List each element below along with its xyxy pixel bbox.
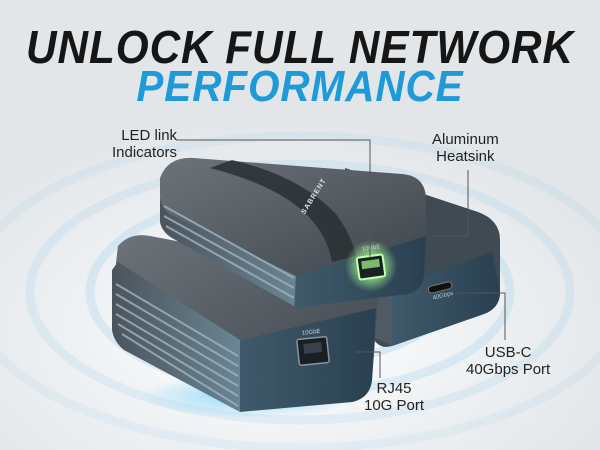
leader-usbc bbox=[456, 292, 506, 340]
callout-rj45-port: RJ45 10G Port bbox=[364, 380, 424, 414]
port-10g-label: 10GbE bbox=[302, 329, 321, 337]
callout-text: RJ45 bbox=[376, 380, 412, 397]
leader-led bbox=[176, 139, 371, 258]
port-40g-label: 40Gbps bbox=[432, 291, 454, 302]
ripple-ring bbox=[0, 131, 600, 450]
callout-text: 10G Port bbox=[364, 397, 425, 414]
leader-heatsink bbox=[434, 170, 469, 237]
callout-text: Indicators bbox=[112, 144, 178, 161]
callout-text: 40Gbps Port bbox=[466, 361, 551, 378]
callout-aluminum-heatsink: Aluminum Heatsink bbox=[432, 131, 499, 165]
leader-rj45 bbox=[356, 351, 381, 378]
usb-c-port bbox=[427, 281, 453, 294]
callout-text: Heatsink bbox=[436, 148, 495, 165]
headline-line-1: UNLOCK FULL NETWORK bbox=[25, 21, 574, 73]
callout-text: USB-C bbox=[484, 344, 532, 361]
callout-led-indicators: LED link Indicators bbox=[112, 127, 177, 161]
ripple-ring bbox=[25, 159, 575, 425]
callout-text: LED link bbox=[121, 127, 178, 144]
headline-line-2: PERFORMANCE bbox=[136, 62, 464, 111]
port-10g-label-top: 10GbE bbox=[362, 244, 381, 253]
callout-text: Aluminum bbox=[432, 131, 499, 148]
adapter-top: SABRENT 10GbE bbox=[160, 157, 426, 308]
callout-usb-c-port: USB-C 40Gbps Port bbox=[466, 344, 550, 378]
